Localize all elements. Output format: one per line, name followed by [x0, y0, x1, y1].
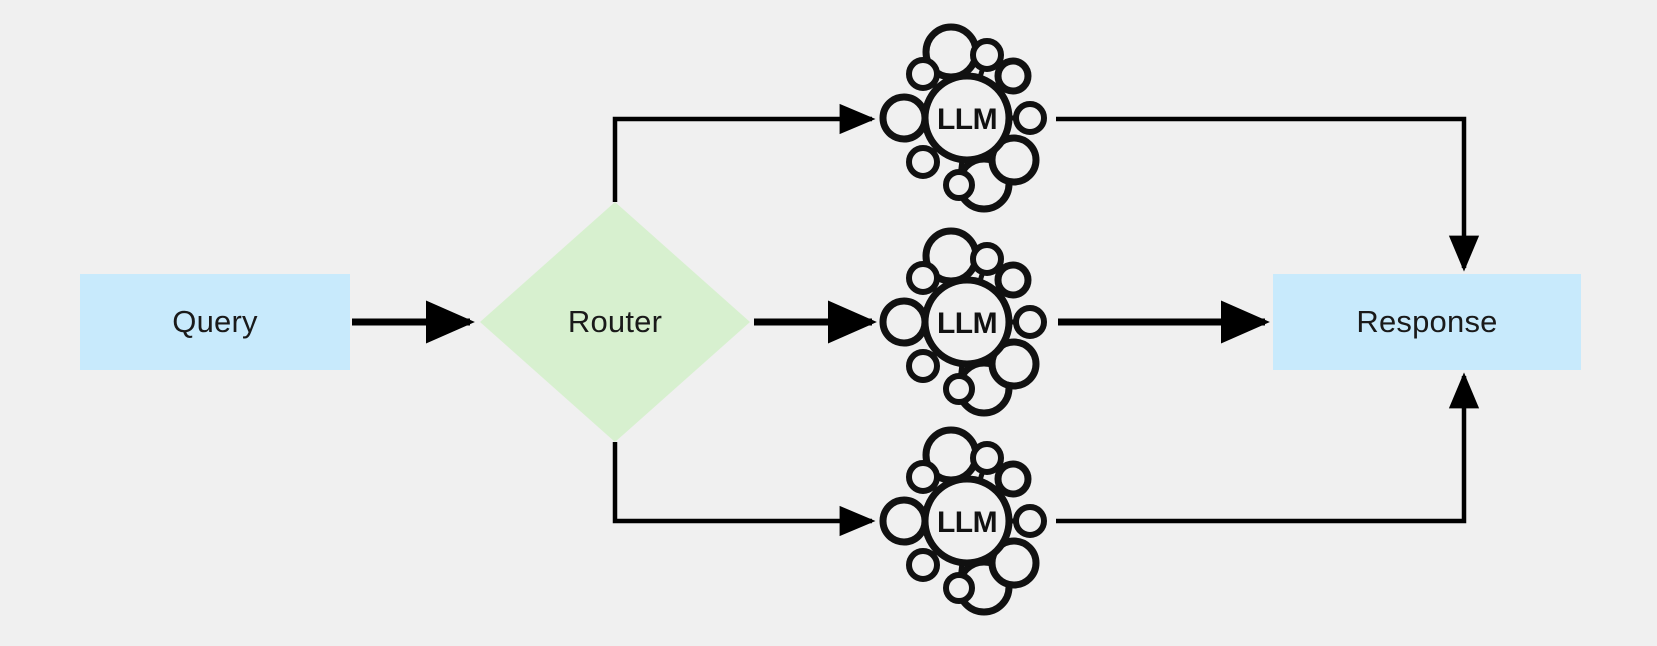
router-diamond[interactable] — [480, 202, 750, 442]
response-box[interactable] — [1273, 274, 1581, 370]
llm-middle-label: LLM — [937, 307, 997, 340]
edge-layer — [352, 103, 1480, 537]
llm-top-label: LLM — [937, 103, 997, 136]
llm-node-middle[interactable]: LLM — [883, 231, 1044, 413]
edge-router-to-llm-top — [612, 103, 876, 202]
llm-node-top[interactable]: LLM — [883, 27, 1044, 209]
edge-llm-top-to-response — [1056, 116, 1480, 272]
llm-bottom-label: LLM — [937, 506, 997, 539]
edge-router-to-llm-bottom — [612, 442, 876, 537]
query-box[interactable] — [80, 274, 350, 370]
edge-llm-bottom-to-response — [1056, 372, 1480, 524]
llm-icon-layer: LLM LLM LLM — [883, 27, 1044, 612]
node-layer — [80, 202, 1581, 442]
llm-node-bottom[interactable]: LLM — [883, 430, 1044, 612]
